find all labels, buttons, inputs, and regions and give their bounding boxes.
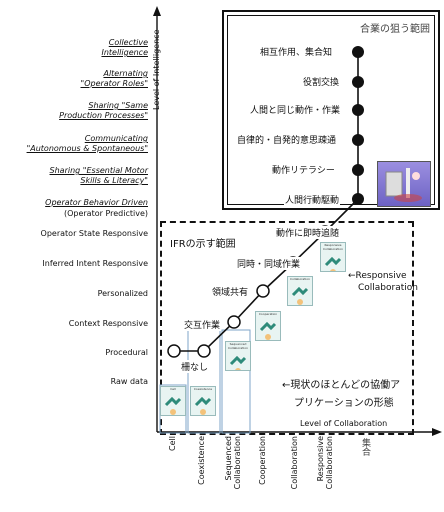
stage-label-role-exchange: 役割交換	[302, 75, 341, 88]
lower-ifr-box: IFRの示す範囲	[160, 221, 414, 435]
stage-label-autonomous: 自律的・自発的意思疎通	[236, 133, 338, 146]
y-level-alternating-operator-roles: Alternating"Operator Roles"	[80, 69, 148, 88]
stage-label-alternating: 交互作業	[183, 318, 222, 331]
node-literacy	[352, 164, 364, 176]
stage-label-collective: 相互作用、集合知	[259, 45, 334, 58]
card-responsive: Responsive Collaboration	[320, 242, 346, 272]
x-level-coexistence: Coexistence	[197, 436, 206, 485]
node-no-fence	[167, 344, 181, 358]
card-cooperation: Cooperation	[255, 311, 281, 341]
node-human-motion	[352, 104, 364, 116]
y-level-operator-predictive: (Operator Predictive)	[63, 209, 148, 218]
x-level-collaboration: Collaboration	[290, 436, 299, 490]
robot-photo	[377, 161, 431, 207]
x-axis-title: Level of Collaboration	[300, 419, 388, 428]
y-level-communicating: Communicating"Autonomous & Spontaneous"	[26, 134, 148, 153]
y-level-procedural: Procedural	[105, 348, 148, 357]
stage-label-literacy: 動作リテラシー	[271, 163, 336, 176]
x-level-extra: 集合	[360, 438, 370, 456]
x-level-cell: Cell	[168, 436, 177, 451]
y-level-inferred-intent: Inferred Intent Responsive	[42, 259, 148, 268]
y-level-operator-behavior-driven: Operator Behavior Driven	[45, 198, 148, 207]
stage-label-follow: 動作に即時追随	[275, 226, 341, 239]
note-responsive-collaboration: ←Responsive Collaboration	[348, 271, 418, 293]
card-sequenced: Sequenced Collaboration	[225, 341, 251, 371]
node-collective	[352, 46, 364, 58]
node-simultaneous	[256, 284, 270, 298]
node-role-exchange	[352, 76, 364, 88]
node-shared-area	[227, 315, 241, 329]
y-level-operator-state-responsive: Operator State Responsive	[40, 229, 148, 238]
lower-box-title: IFRの示す範囲	[170, 239, 236, 250]
card-collaboration: Collaboration	[287, 276, 313, 306]
y-level-personalized: Personalized	[97, 289, 148, 298]
card-cell: Cell	[160, 386, 186, 416]
note-current-applications: ←現状のほとんどの協働ア プリケーションの形態	[282, 380, 401, 409]
node-autonomous	[352, 134, 364, 146]
upper-box-title: 合業の狙う範囲	[360, 24, 430, 35]
stage-label-behavior: 人間行動駆動	[284, 193, 341, 206]
stage-label-shared-area: 領域共有	[211, 285, 250, 298]
stage-label-simultaneous: 同時・同域作業	[236, 257, 302, 270]
node-alternating	[197, 344, 211, 358]
card-coexistence: Coexistence	[190, 386, 216, 416]
y-level-context-responsive: Context Responsive	[68, 319, 148, 328]
robot-arm-icon	[385, 168, 422, 202]
y-level-raw-data: Raw data	[110, 377, 148, 386]
x-level-cooperation: Cooperation	[258, 436, 267, 485]
node-behavior-driven	[352, 193, 364, 205]
stage-label-no-fence: 柵なし	[180, 360, 210, 373]
stage-label-human-motion: 人間と同じ動作・作業	[249, 103, 342, 116]
